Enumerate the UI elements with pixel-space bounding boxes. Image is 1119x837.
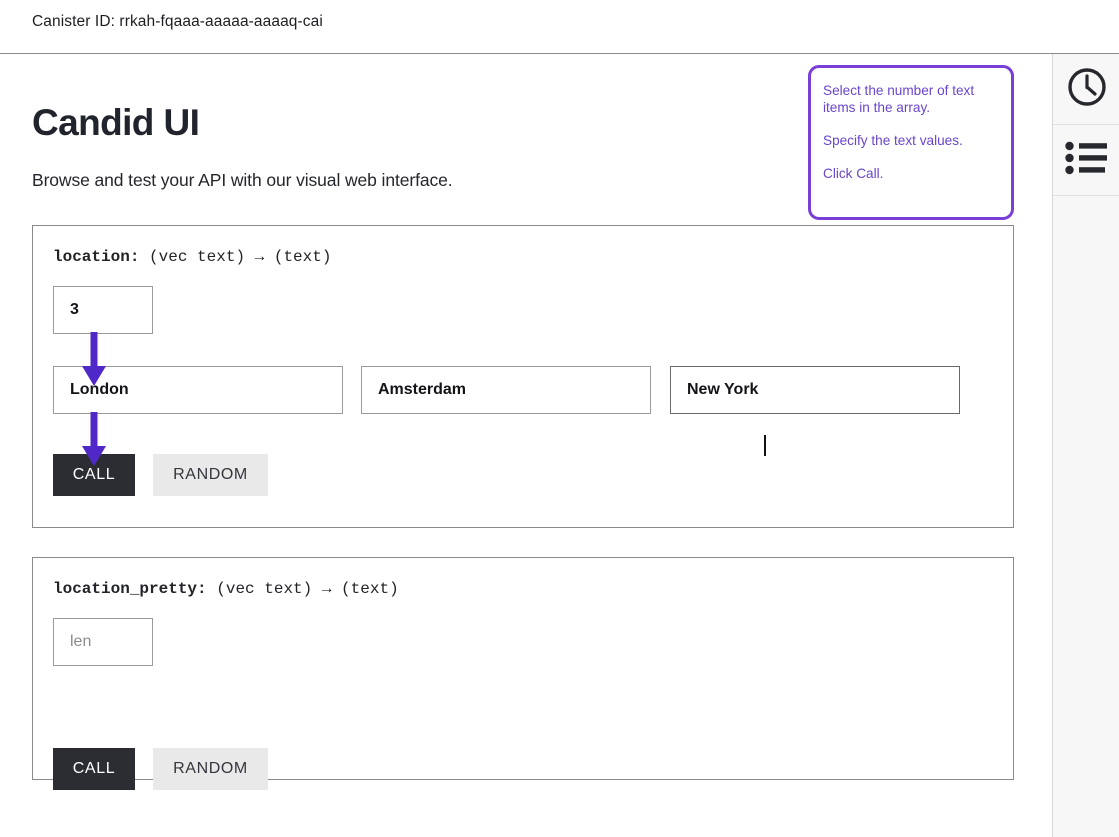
method-type: (vec text) → (text)	[216, 580, 399, 598]
method-type: (vec text) → (text)	[149, 248, 332, 266]
method-signature-location: location: (vec text) → (text)	[53, 248, 331, 266]
array-length-input[interactable]	[53, 286, 153, 334]
callout-line-3: Click Call.	[823, 166, 884, 181]
method-name: location:	[53, 248, 140, 266]
method-signature-location-pretty: location_pretty: (vec text) → (text)	[53, 580, 399, 598]
clock-icon	[1065, 65, 1109, 114]
text-cursor	[764, 435, 766, 456]
right-sidebar	[1052, 54, 1119, 837]
annotation-arrow-values-to-call	[82, 412, 106, 466]
page-title: Candid UI	[32, 102, 200, 143]
random-button-location-pretty[interactable]: RANDOM	[153, 748, 268, 790]
main-content: Candid UI Browse and test your API with …	[0, 54, 1052, 837]
text-value-input-0[interactable]	[53, 366, 343, 414]
method-name: location_pretty:	[53, 580, 207, 598]
canister-id-label: Canister ID: rrkah-fqaaa-aaaaa-aaaaq-cai	[32, 13, 323, 30]
callout-line-1: Select the number of text items in the a…	[823, 83, 975, 115]
sidebar-item-methods[interactable]	[1053, 125, 1119, 196]
text-value-input-2[interactable]	[670, 366, 960, 414]
annotation-arrow-length-to-values	[82, 332, 106, 386]
list-icon	[1064, 141, 1109, 180]
callout-line-2: Specify the text values.	[823, 133, 963, 148]
method-card-location-pretty: location_pretty: (vec text) → (text) CAL…	[32, 557, 1014, 790]
call-button-location-pretty[interactable]: CALL	[53, 748, 135, 790]
page-subtitle: Browse and test your API with our visual…	[32, 170, 453, 190]
method-card-location: location: (vec text) → (text) CALL RANDO…	[32, 225, 1014, 528]
instruction-callout: Select the number of text items in the a…	[808, 65, 1014, 220]
top-header: Canister ID: rrkah-fqaaa-aaaaa-aaaaq-cai	[0, 0, 1119, 54]
array-length-input[interactable]	[53, 618, 153, 666]
text-value-input-1[interactable]	[361, 366, 651, 414]
sidebar-item-history[interactable]	[1053, 54, 1119, 125]
random-button-location[interactable]: RANDOM	[153, 454, 268, 496]
